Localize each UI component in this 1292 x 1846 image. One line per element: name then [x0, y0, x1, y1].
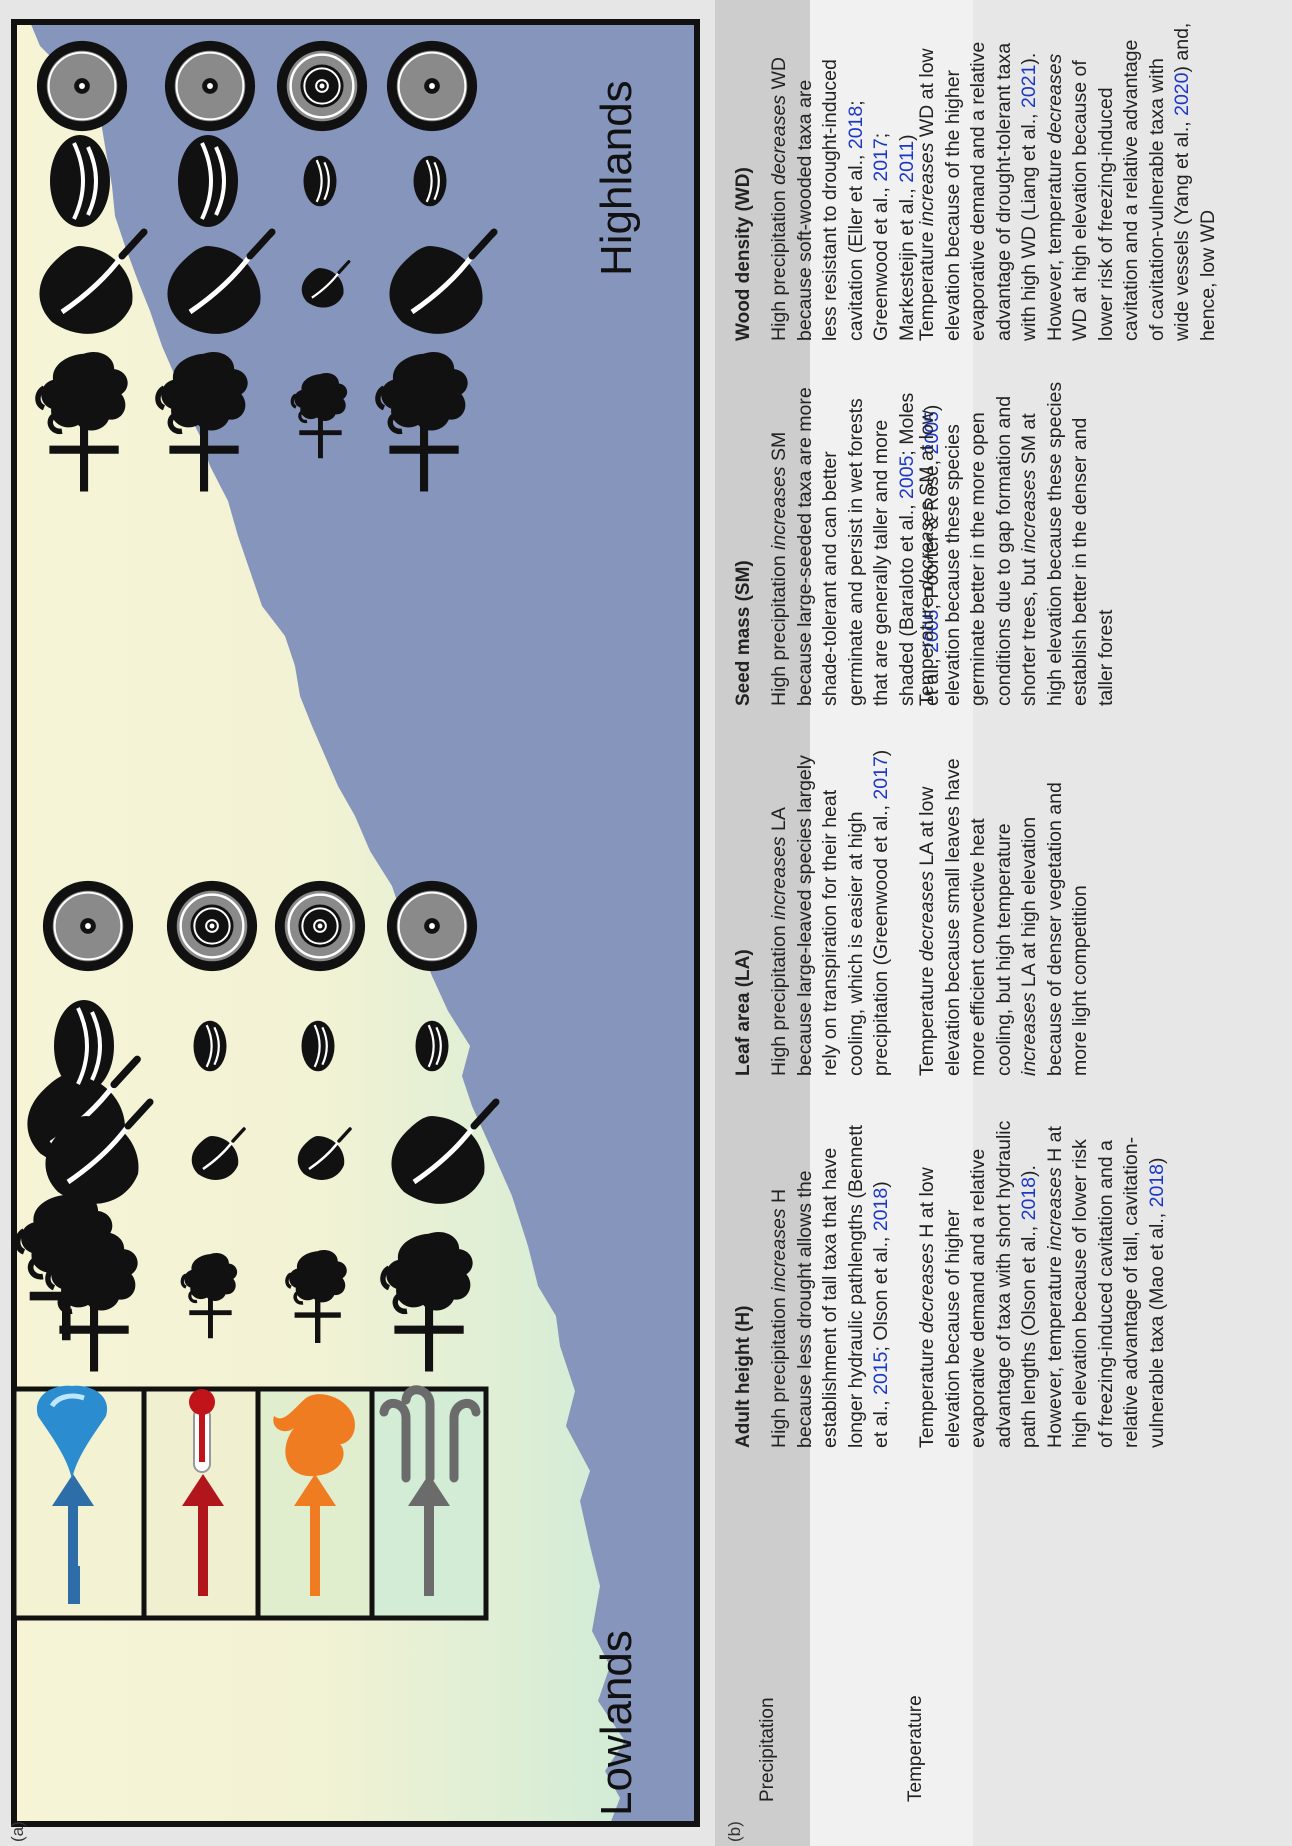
- panel-a-diagram: Lowlands Highlands: [0, 0, 715, 1846]
- panel-b-label: (b): [725, 1821, 745, 1842]
- cell-precip-height: High precipitation increases H because l…: [767, 1118, 895, 1448]
- header-adult-height: Adult height (H): [733, 1306, 755, 1448]
- header-wood-density: Wood density (WD): [733, 167, 755, 341]
- row-label-precipitation: Precipitation: [757, 1652, 779, 1802]
- lowlands-label: Lowlands: [592, 1630, 642, 1816]
- row-label-temperature: Temperature: [905, 1652, 927, 1802]
- cell-temp-wood-density: Temperature increases WD at low elevatio…: [915, 21, 1221, 341]
- header-seed-mass: Seed mass (SM): [733, 560, 755, 706]
- highlands-label: Highlands: [592, 80, 642, 276]
- cell-temp-seed-mass: Temperature decreases SM at low elevatio…: [915, 376, 1119, 706]
- cell-temp-height: Temperature decreases H at low elevation…: [915, 1118, 1170, 1448]
- panel-a-label: (a): [8, 1821, 28, 1842]
- cell-precip-wood-density: High precipitation decreases WD because …: [767, 41, 920, 341]
- header-leaf-area: Leaf area (LA): [733, 949, 755, 1076]
- cell-temp-leaf-area: Temperature decreases LA at low elevatio…: [915, 746, 1094, 1076]
- elevation-diagram: [0, 0, 715, 1846]
- panel-b-table: Adult height (H) Leaf area (LA) Seed mas…: [715, 0, 1292, 1846]
- cell-precip-leaf-area: High precipitation increases LA because …: [767, 746, 895, 1076]
